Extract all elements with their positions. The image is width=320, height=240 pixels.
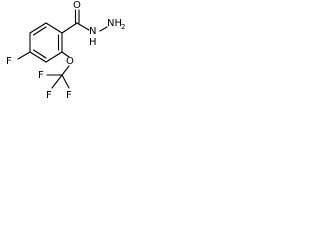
- atom-label-hydrazide-nh-h: H: [89, 37, 97, 48]
- atom-label-cf3-fluorine-bottom-left: F: [46, 90, 52, 101]
- bond-nitrogen-nitrogen: [99, 26, 108, 32]
- atom-label-hydrazide-nh2-subscript: 2: [121, 23, 125, 31]
- ring-bond-c6-c1: [45, 22, 63, 34]
- bond-ring-ether-oxygen: [61, 51, 70, 58]
- benzene-ring: [29, 22, 63, 63]
- ring-bond-c4-c5: [45, 51, 63, 63]
- chemical-structure-diagram: F O N H NH 2 O F F F: [6, 0, 125, 101]
- bond-ring-fluorine: [17, 51, 31, 60]
- bond-cf3-fluorine-bottom-right: [61, 74, 70, 89]
- atom-label-cf3-fluorine-bottom-right: F: [66, 90, 72, 101]
- bond-carbonyl-nitrogen: [76, 22, 90, 31]
- atom-label-hydrazide-nh-n: N: [89, 26, 96, 37]
- bond-ring-carbonyl: [61, 22, 78, 34]
- bond-cf3-fluorine-bottom-left: [51, 74, 63, 89]
- atom-label-cf3-fluorine-left: F: [38, 70, 44, 81]
- ring-bond-c1-c2: [29, 22, 47, 34]
- bond-ether-oxygen-cf3: [61, 65, 70, 76]
- atom-label-ether-oxygen: O: [66, 56, 74, 67]
- ring-double-bond-inner-2: [32, 49, 47, 59]
- ring-double-bond-inner-1: [32, 26, 47, 36]
- atom-label-carbonyl-oxygen: O: [73, 0, 81, 11]
- atom-label-hydrazide-nh2: NH: [107, 18, 122, 29]
- atom-label-ring-fluorine: F: [6, 56, 12, 67]
- ring-bond-c3-c4: [29, 51, 47, 63]
